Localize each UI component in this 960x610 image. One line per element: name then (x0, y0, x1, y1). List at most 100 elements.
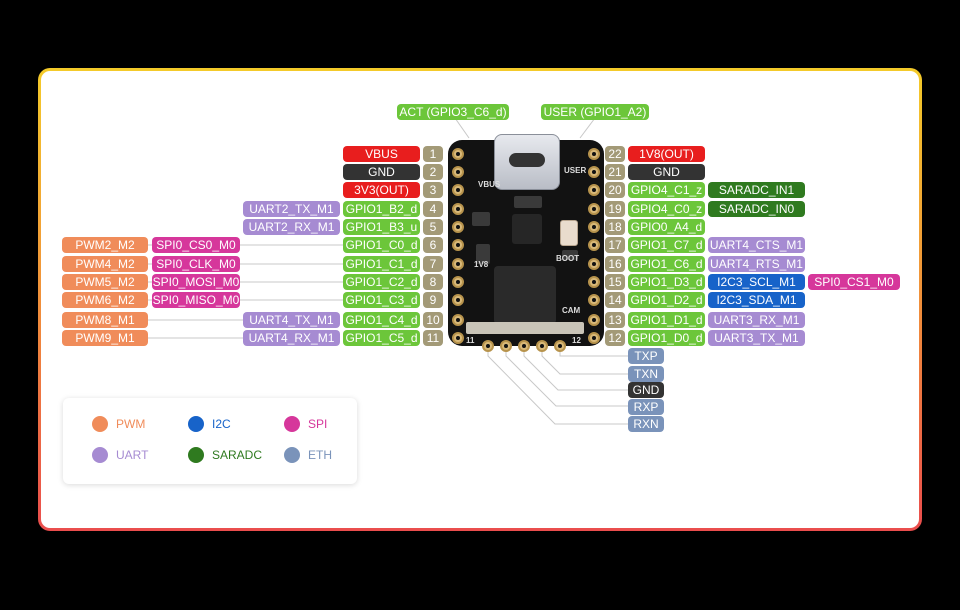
pin-3-number: 3 (423, 182, 443, 198)
board-pad (452, 314, 464, 326)
pin-20-name: GPIO4_C1_z (628, 182, 705, 198)
legend-i2c-label: I2C (212, 417, 231, 431)
pin-20-number: 20 (605, 182, 625, 198)
legend-uart-dot (92, 447, 108, 463)
pin-5-number: 5 (423, 219, 443, 235)
pin-15-number: 15 (605, 274, 625, 290)
silk-1v8: 1V8 (474, 260, 489, 269)
pin-4-name: GPIO1_B2_d (343, 201, 420, 217)
pin-19-number: 19 (605, 201, 625, 217)
pin-12-number: 12 (605, 330, 625, 346)
pin-5-name: GPIO1_B3_u (343, 219, 420, 235)
pin-13-name: GPIO1_D1_d (628, 312, 705, 328)
legend-eth-dot (284, 447, 300, 463)
pin-11-name: GPIO1_C5_d (343, 330, 420, 346)
component (514, 196, 542, 208)
pin-18-number: 18 (605, 219, 625, 235)
pin-19-saradc: SARADC_IN0 (708, 201, 805, 217)
pin-11-number: 11 (423, 330, 443, 346)
pin-21-number: 21 (605, 164, 625, 180)
pin-16-number: 16 (605, 256, 625, 272)
pin-7-number: 7 (423, 256, 443, 272)
pin-19-name: GPIO4_C0_z (628, 201, 705, 217)
pin-7-spi: SPI0_CLK_M0 (152, 256, 240, 272)
silk-cam: CAM (562, 306, 581, 315)
pin-6-pwm: PWM2_M2 (62, 237, 148, 253)
pin-14-number: 14 (605, 292, 625, 308)
pin-16-name: GPIO1_C6_d (628, 256, 705, 272)
eth-gnd: GND (628, 382, 664, 398)
pin-13-number: 13 (605, 312, 625, 328)
component (476, 244, 490, 264)
boot-button (560, 220, 578, 246)
pin-3-name: 3V3(OUT) (343, 182, 420, 198)
pin-10-name: GPIO1_C4_d (343, 312, 420, 328)
eth-pad (536, 340, 548, 352)
legend-pwm-dot (92, 416, 108, 432)
pin-5-uart: UART2_RX_M1 (243, 219, 340, 235)
camera-connector (466, 322, 584, 334)
pin-8-spi: SPI0_MOSI_M0 (152, 274, 240, 290)
pin-10-pwm: PWM8_M1 (62, 312, 148, 328)
board-pad (452, 294, 464, 306)
pmic-chip (512, 214, 542, 244)
silk-vbus: VBUS (478, 180, 501, 189)
board-pad (452, 166, 464, 178)
pin-20-saradc: SARADC_IN1 (708, 182, 805, 198)
eth-pad (518, 340, 530, 352)
pin-9-name: GPIO1_C3_d (343, 292, 420, 308)
pin-10-number: 10 (423, 312, 443, 328)
pin-12-uart: UART3_TX_M1 (708, 330, 805, 346)
legend-saradc-label: SARADC (212, 448, 263, 462)
board-pad (588, 221, 600, 233)
board-pad (452, 221, 464, 233)
pin-8-pwm: PWM5_M2 (62, 274, 148, 290)
board-pad (452, 184, 464, 196)
board-pad (588, 258, 600, 270)
legend-saradc-dot (188, 447, 204, 463)
user-led-label: USER (GPIO1_A2) (541, 104, 649, 120)
pin-9-number: 9 (423, 292, 443, 308)
component (472, 212, 490, 226)
pin-16-uart: UART4_RTS_M1 (708, 256, 805, 272)
eth-pad (554, 340, 566, 352)
board-pad (452, 276, 464, 288)
pin-2-number: 2 (423, 164, 443, 180)
legend-pwm-label: PWM (116, 417, 146, 431)
pin-11-pwm: PWM9_M1 (62, 330, 148, 346)
board-pad (588, 239, 600, 251)
board-pad (588, 314, 600, 326)
board-pad (588, 166, 600, 178)
eth-txp: TXP (628, 348, 664, 364)
legend-i2c-dot (188, 416, 204, 432)
pin-17-name: GPIO1_C7_d (628, 237, 705, 253)
legend-eth-label: ETH (308, 448, 332, 462)
legend: PWM I2C SPI UART SARADC ETH (63, 398, 357, 484)
pin-14-i2c: I2C3_SDA_M1 (708, 292, 805, 308)
pin-4-uart: UART2_TX_M1 (243, 201, 340, 217)
pin-21-name: GND (628, 164, 705, 180)
pin-17-uart: UART4_CTS_M1 (708, 237, 805, 253)
board-pad (588, 203, 600, 215)
legend-uart-label: UART (116, 448, 149, 462)
board-pad (452, 258, 464, 270)
board-pad (588, 184, 600, 196)
pin-13-uart: UART3_RX_M1 (708, 312, 805, 328)
pin-11-uart: UART4_RX_M1 (243, 330, 340, 346)
pin-6-name: GPIO1_C0_d (343, 237, 420, 253)
pin-6-number: 6 (423, 237, 443, 253)
pin-2-name: GND (343, 164, 420, 180)
pin-9-pwm: PWM6_M2 (62, 292, 148, 308)
pin-9-spi: SPI0_MISO_M0 (152, 292, 240, 308)
board-pad (452, 148, 464, 160)
silk-boot: BOOT (556, 254, 580, 263)
pin-8-number: 8 (423, 274, 443, 290)
act-led-label: ACT (GPIO3_C6_d) (397, 104, 509, 120)
pin-8-name: GPIO1_C2_d (343, 274, 420, 290)
pin-15-spi: SPI0_CS1_M0 (808, 274, 900, 290)
pin-15-i2c: I2C3_SCL_M1 (708, 274, 805, 290)
pin-15-name: GPIO1_D3_d (628, 274, 705, 290)
board-pad (452, 203, 464, 215)
pin-14-name: GPIO1_D2_d (628, 292, 705, 308)
pin-10-uart: UART4_TX_M1 (243, 312, 340, 328)
